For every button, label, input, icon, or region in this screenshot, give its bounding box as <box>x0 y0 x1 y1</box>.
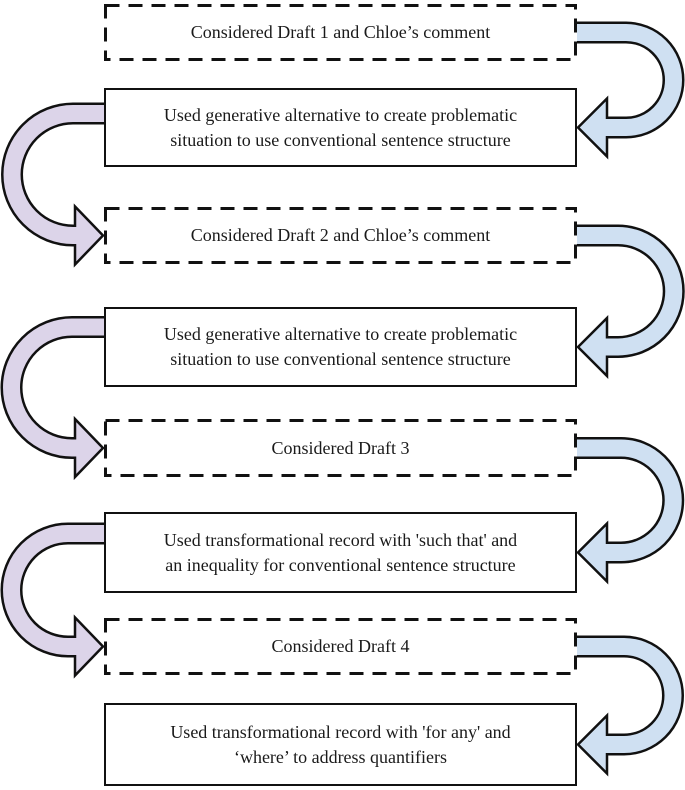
step-text-line: ‘where’ to address quantifiers <box>233 746 448 767</box>
step-text: Considered Draft 2 and Chloe’s comment <box>157 223 524 248</box>
left-loop-arrow-2 <box>0 316 106 481</box>
step-text-line: an inequality for conventional sentence … <box>165 554 516 575</box>
step-box-draft-3: Considered Draft 3 <box>104 419 577 477</box>
step-text-line: situation to use conventional sentence s… <box>170 349 511 369</box>
step-text: Used transformational record with 'such … <box>130 528 551 578</box>
step-box-action-3: Used transformational record with 'such … <box>104 512 577 593</box>
step-text-line: Used transformational record with 'such … <box>163 529 518 550</box>
step-box-action-1: Used generative alternative to create pr… <box>104 88 577 167</box>
left-loop-arrow-3 <box>0 522 106 679</box>
step-box-draft-2: Considered Draft 2 and Chloe’s comment <box>104 207 577 264</box>
right-loop-arrow-2 <box>575 224 685 380</box>
step-box-draft-4: Considered Draft 4 <box>104 618 577 675</box>
left-loop-arrow-1 <box>1 102 106 268</box>
step-text-line: situation to use conventional sentence s… <box>170 129 511 150</box>
step-box-action-4: Used transformational record with 'for a… <box>104 703 577 786</box>
step-text: Considered Draft 1 and Chloe’s comment <box>157 20 524 45</box>
step-text: Considered Draft 3 <box>238 436 444 461</box>
step-text: Used generative alternative to create pr… <box>130 322 551 372</box>
step-text: Considered Draft 4 <box>238 634 444 659</box>
step-text-line: Used generative alternative to create pr… <box>163 104 518 125</box>
step-text-line: Considered Draft 2 and Chloe’s comment <box>190 225 491 245</box>
step-box-draft-1: Considered Draft 1 and Chloe’s comment <box>104 4 577 61</box>
step-text-line: Considered Draft 3 <box>271 437 410 458</box>
step-text: Used generative alternative to create pr… <box>130 103 551 153</box>
step-text-line: Considered Draft 1 and Chloe’s comment <box>190 22 491 42</box>
step-text: Used transformational record with 'for a… <box>136 720 544 770</box>
step-text-line: Used generative alternative to create pr… <box>163 324 518 344</box>
step-box-action-2: Used generative alternative to create pr… <box>104 307 577 387</box>
right-loop-arrow-4 <box>575 635 684 777</box>
step-text-line: Used transformational record with 'for a… <box>170 721 511 742</box>
right-loop-arrow-3 <box>575 437 685 585</box>
step-text-line: Considered Draft 4 <box>271 636 410 656</box>
right-loop-arrow-1 <box>575 21 685 160</box>
